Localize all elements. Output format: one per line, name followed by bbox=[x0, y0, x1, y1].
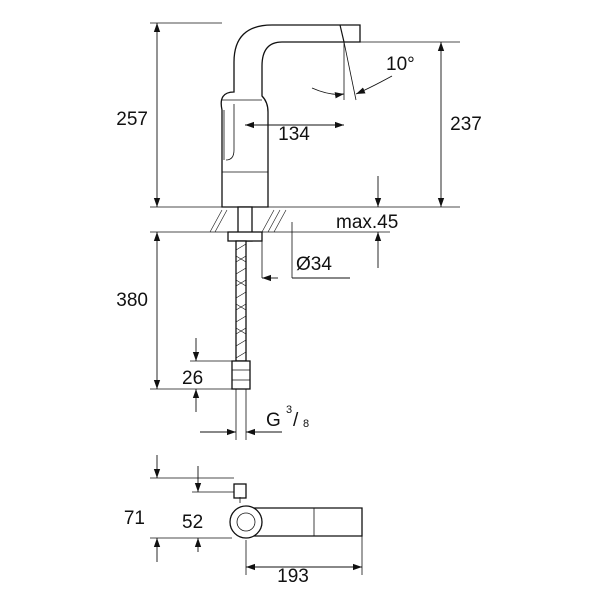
dim-max-deck: max.45 bbox=[336, 212, 398, 233]
mounting-nut bbox=[227, 231, 263, 242]
braided-hose bbox=[235, 240, 247, 362]
angle-arrow-left bbox=[311, 87, 345, 99]
dim-fitting: 26 bbox=[182, 368, 203, 389]
hose-fitting bbox=[231, 360, 251, 390]
top-spout bbox=[245, 507, 363, 537]
top-inner-circle bbox=[236, 512, 256, 532]
dim-top-center: 52 bbox=[182, 512, 203, 533]
dim-spout-height: 237 bbox=[450, 114, 482, 135]
dim-thread-denominator: 8 bbox=[303, 418, 309, 430]
dim-thread-prefix: G bbox=[266, 410, 281, 431]
dim-hose-length: 380 bbox=[116, 290, 148, 311]
spout-outlet-edge bbox=[339, 24, 345, 43]
angle-arrow-right bbox=[355, 75, 393, 95]
dim-thread-numerator: 3 bbox=[286, 404, 292, 416]
dim-thread-slash: / bbox=[293, 410, 299, 431]
deck-hatching bbox=[209, 209, 287, 233]
faucet-side-view bbox=[220, 24, 361, 208]
dim-total-height: 257 bbox=[116, 109, 148, 130]
dim-top-depth: 71 bbox=[124, 508, 145, 529]
angle-line bbox=[343, 41, 357, 101]
sensor-panel-edge bbox=[225, 104, 235, 161]
faucet-top-view bbox=[229, 483, 363, 539]
dim-angle: 10° bbox=[386, 54, 415, 75]
dim-top-length: 193 bbox=[277, 566, 309, 587]
dim-spout-reach: 134 bbox=[278, 124, 310, 145]
faucet-body bbox=[220, 24, 361, 208]
dim-hole-diameter: Ø34 bbox=[296, 254, 332, 275]
top-body-circle bbox=[229, 505, 263, 539]
top-side-knob bbox=[233, 483, 247, 499]
